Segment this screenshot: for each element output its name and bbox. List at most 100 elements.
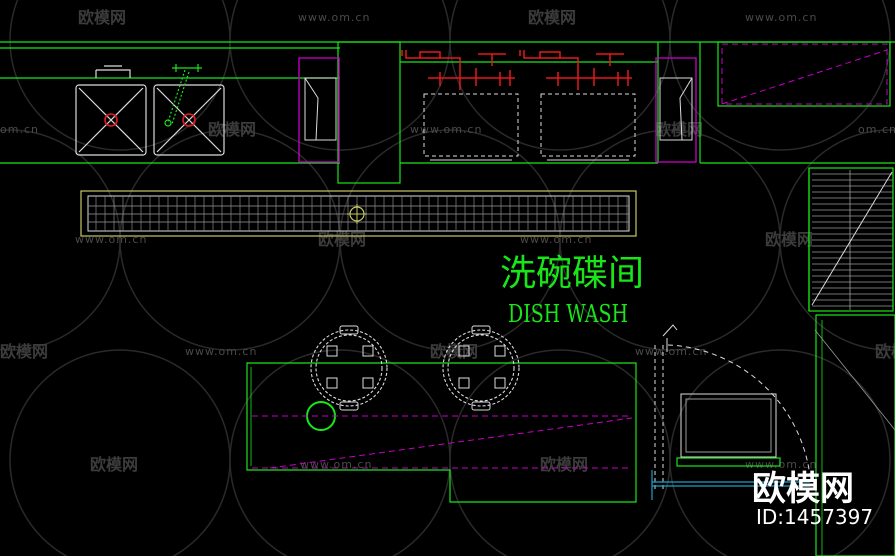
watermark-url: www.om.cn [75,233,147,246]
right-wall [808,167,895,556]
column-hatch [304,77,337,141]
pot-knob [494,377,506,389]
top-counter [0,41,895,184]
grate-verticals [95,196,628,231]
pot-knob [362,345,374,357]
equipment-box [680,393,777,458]
watermark-logo: 欧模网 [430,342,478,361]
watermark-url: www.om.cn [410,123,482,136]
watermark-circle [229,349,451,556]
dashed-diagonal [721,49,888,105]
watermark-circle [669,349,891,556]
column-hatch [659,77,693,141]
drain-right [182,113,196,127]
watermark-url: www.om.cn [520,233,592,246]
door-swing-arc [667,344,811,477]
columns [298,57,697,163]
watermark-circle [779,129,895,351]
pot-handle [339,401,359,411]
watermark-logo: 欧模网 [528,8,576,27]
pot-knob [458,377,470,389]
watermark-logo: 欧模网 [0,342,48,361]
counter-outline [246,362,637,503]
pot-knob [326,345,338,357]
watermark-url: www.om.cn [300,458,372,471]
watermark-url: www.om.cn [635,345,707,358]
watermark-url: www.om.cn [745,11,817,24]
watermark-url: www.om.cn [298,11,370,24]
pipe-right [519,50,579,72]
room-name-en: DISH WASH [508,300,628,328]
watermark-logo: 欧模网 [875,342,895,361]
pot-handle [471,325,491,335]
pot-left [310,329,388,407]
watermark-logo: 欧模网 [78,8,126,27]
corner-logo: 欧模网 [752,469,854,509]
door-hinge [662,324,678,352]
pot-handle [471,401,491,411]
watermark-logo: 欧模网 [208,120,256,139]
pot-handle [339,325,359,335]
cooking-pots [310,329,520,407]
pipe-valve [596,53,624,66]
counter-column [337,41,401,184]
watermark-url: www.om.cn [745,458,817,471]
door [654,324,811,490]
pot-handles [326,325,506,411]
pot-right-inner [447,334,515,402]
corner-id: ID:1457397 [756,505,873,529]
top-right-zone [721,43,888,105]
dashed-diagonal [269,417,633,469]
dashed-zone [721,43,888,105]
threshold-strip [676,457,781,467]
watermark-logo: 欧模网 [540,455,588,474]
pipe-valve [478,53,506,66]
stair-diagonal [811,171,893,306]
sink-cross [156,87,222,153]
watermark-circle [9,349,231,556]
dishwasher-right [540,93,636,157]
sprayer-nozzle [164,119,172,127]
threshold [651,457,810,500]
column-right [655,57,697,163]
room-diagonal [814,329,895,431]
counter-drain [306,401,336,431]
watermark-logo: 欧模网 [655,120,703,139]
counter-box [717,41,891,107]
drain-left [104,113,118,127]
pipe-left [401,50,461,72]
watermark-logo: 欧模网 [318,230,366,249]
pipe-system [401,50,632,90]
sink-basin-left [75,84,147,156]
pot-right [442,329,520,407]
sprayer-hose [164,64,202,127]
floor-trench [80,190,637,237]
pipe-right-manifold [546,68,632,90]
dishwasher-left [423,93,519,157]
double-sink [75,65,225,156]
sprayer-head [172,64,202,72]
sink-basin-right [153,84,225,156]
watermark-circle [669,0,891,151]
equipment-inner [685,398,772,453]
watermark-url: www.om.cn [185,345,257,358]
pot-left-inner [315,334,383,402]
pot-knob [494,345,506,357]
pot-knob [326,377,338,389]
sprayer-hose-line [167,69,190,125]
bottom-counter [246,362,637,503]
right-room [815,314,895,556]
pipe-left-manifold [428,68,515,90]
pot-knob [458,345,470,357]
sink-drains [104,113,196,127]
pot-knob [362,377,374,389]
stair-steps [812,170,893,310]
trench-grate [87,195,630,232]
watermark-logo: 欧模网 [90,455,138,474]
counter-dashed [252,415,633,469]
watermark-circle [449,349,671,556]
dishwasher-units [423,93,636,157]
